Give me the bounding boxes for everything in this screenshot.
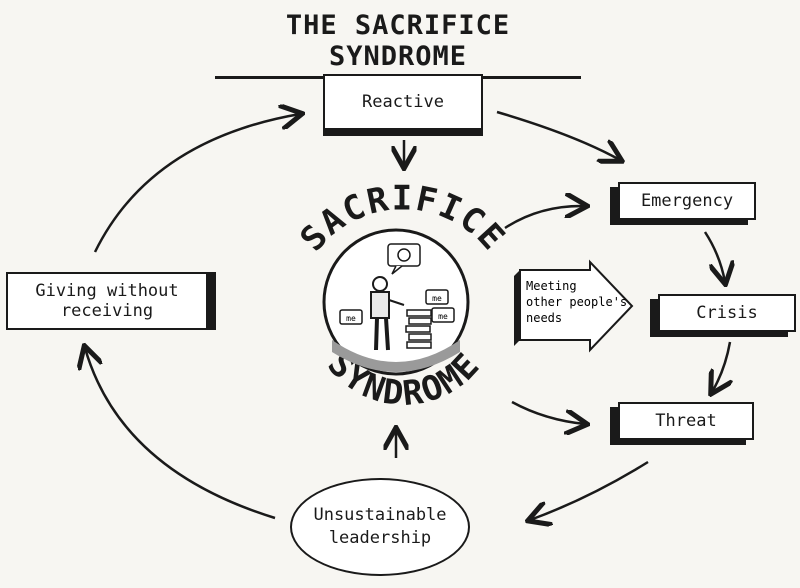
pointer-line-2: other people's <box>526 295 627 309</box>
node-unsustainable-label: Unsustainable leadership <box>313 505 447 548</box>
me-label-3: me <box>346 314 356 323</box>
me-bubble-2 <box>431 307 455 323</box>
person-icon <box>370 276 405 351</box>
diagram-title: THE SACRIFICE SYNDROME <box>215 10 581 79</box>
node-reactive: Reactive <box>323 74 483 130</box>
paper-stack-icon <box>405 309 432 349</box>
me-bubble-3 <box>339 309 363 325</box>
pointer-line-1: Meeting <box>526 279 577 293</box>
node-crisis: Crisis <box>658 294 796 332</box>
node-threat: Threat <box>618 402 754 440</box>
node-giving-without-receiving: Giving without receiving <box>6 272 208 330</box>
arrow-emergency-to-crisis <box>703 231 725 282</box>
floor <box>332 340 460 372</box>
node-crisis-label: Crisis <box>696 303 758 323</box>
arrow-center-to-emergency <box>504 206 585 230</box>
node-threat-label: Threat <box>655 411 717 431</box>
arrow-threat-to-unsustainable <box>530 460 649 520</box>
me-label-2: me <box>438 312 448 321</box>
arrow-unsustainable-to-giving <box>85 348 276 520</box>
me-label-1: me <box>432 294 442 303</box>
pointer-line-3: needs <box>526 311 562 325</box>
node-emergency-label: Emergency <box>640 191 734 211</box>
arrow-crisis-to-threat <box>712 341 730 392</box>
node-emergency: Emergency <box>618 182 756 220</box>
node-unsustainable-leadership: Unsustainable leadership <box>290 478 470 576</box>
node-giving-label: Giving without receiving <box>35 280 179 321</box>
me-bubble-1 <box>425 289 449 305</box>
arrow-giving-to-reactive <box>93 114 300 253</box>
speech-bubble-icon <box>387 243 421 275</box>
node-reactive-label: Reactive <box>362 92 444 112</box>
arrow-center-to-threat <box>511 400 585 424</box>
arrow-reactive-to-emergency <box>496 110 620 160</box>
